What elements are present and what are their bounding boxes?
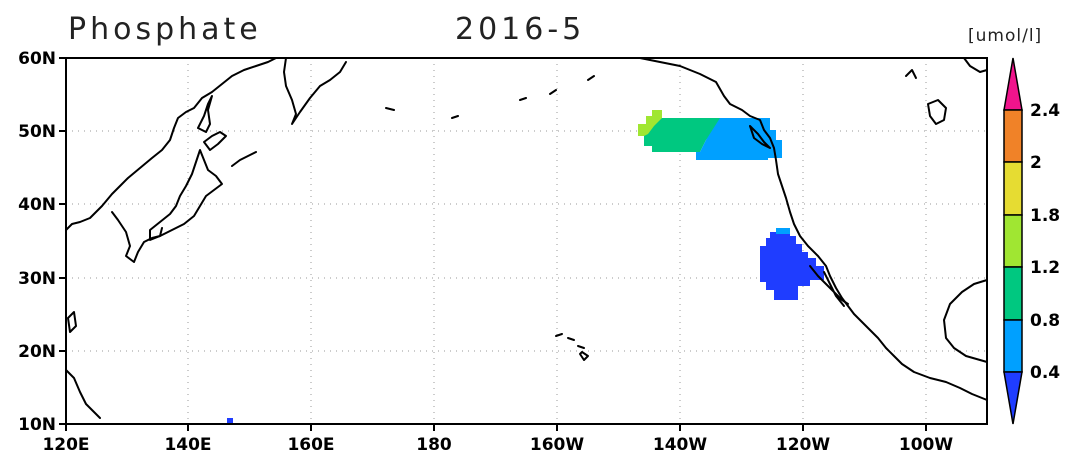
coastline-hokkaido <box>203 131 227 151</box>
lon-tick-labels: 120E 140E 160E 180 160W 140W 120W 100W <box>42 435 953 455</box>
coastline-hawaii <box>555 333 589 361</box>
coastline-gulf-of-mexico <box>943 279 988 363</box>
map-date-title: 2016-5 <box>455 12 586 47</box>
colorbar <box>1003 57 1023 425</box>
lat-label: 50N <box>18 122 56 142</box>
lat-label: 60N <box>18 49 56 69</box>
coastline-korea <box>111 211 163 263</box>
coastline-north-america <box>639 57 988 401</box>
lon-label: 180 <box>416 435 452 455</box>
axis-ticks <box>59 57 927 431</box>
coastline-sakhalin <box>197 95 213 133</box>
data-cell-light-blue <box>696 118 782 160</box>
lat-label: 40N <box>18 195 56 215</box>
lon-label: 140E <box>164 435 211 455</box>
data-region-gulf-of-alaska <box>638 110 782 160</box>
colorbar-label: 0.8 <box>1030 311 1060 331</box>
lat-label: 30N <box>18 269 56 289</box>
coastline-kuril <box>231 151 257 167</box>
map-variable-title: Phosphate <box>68 12 262 47</box>
coastline-japan <box>149 149 223 241</box>
map-frame <box>65 57 988 425</box>
colorbar-bottom-arrow <box>1003 371 1023 425</box>
lat-label: 20N <box>18 342 56 362</box>
lon-label: 100W <box>899 435 953 455</box>
coastline-kamchatka <box>283 57 347 125</box>
coastline-philippines <box>65 369 101 419</box>
colorbar-units: [umol/l] <box>968 26 1043 46</box>
coastline-aleutians <box>385 75 595 119</box>
colorbar-label: 1.8 <box>1030 206 1060 226</box>
colorbar-segment <box>1003 266 1023 321</box>
colorbar-segment <box>1003 214 1023 268</box>
colorbar-label: 2.4 <box>1030 101 1060 121</box>
coastline-baja <box>809 265 849 307</box>
data-cell-blue <box>760 228 824 300</box>
colorbar-label: 2 <box>1030 153 1042 173</box>
lat-label: 10N <box>18 415 56 435</box>
data-cell-western-pacific <box>227 418 233 424</box>
colorbar-labels: 0.4 0.8 1.2 1.8 2 2.4 <box>1030 101 1060 383</box>
colorbar-label: 0.4 <box>1030 363 1060 383</box>
colorbar-segment <box>1003 319 1023 373</box>
coastline-asia <box>65 57 277 231</box>
coastline-taiwan <box>67 311 77 333</box>
coastline-vancouver <box>749 125 771 149</box>
data-cell-light-green <box>638 110 662 136</box>
colorbar-segment <box>1003 109 1023 163</box>
lon-label: 120E <box>42 435 89 455</box>
lon-label: 160E <box>287 435 334 455</box>
data-cell-light-blue <box>776 228 790 234</box>
lon-label: 160W <box>530 435 584 455</box>
colorbar-top-arrow <box>1003 57 1023 111</box>
data-region-california <box>760 228 824 300</box>
coastlines <box>65 57 988 419</box>
lon-label: 120W <box>776 435 830 455</box>
coastline-canada-lakes <box>905 57 988 125</box>
lon-label: 140W <box>653 435 707 455</box>
lat-tick-labels: 10N 20N 30N 40N 50N 60N <box>18 49 56 435</box>
colorbar-segment <box>1003 161 1023 216</box>
colorbar-label: 1.2 <box>1030 258 1060 278</box>
